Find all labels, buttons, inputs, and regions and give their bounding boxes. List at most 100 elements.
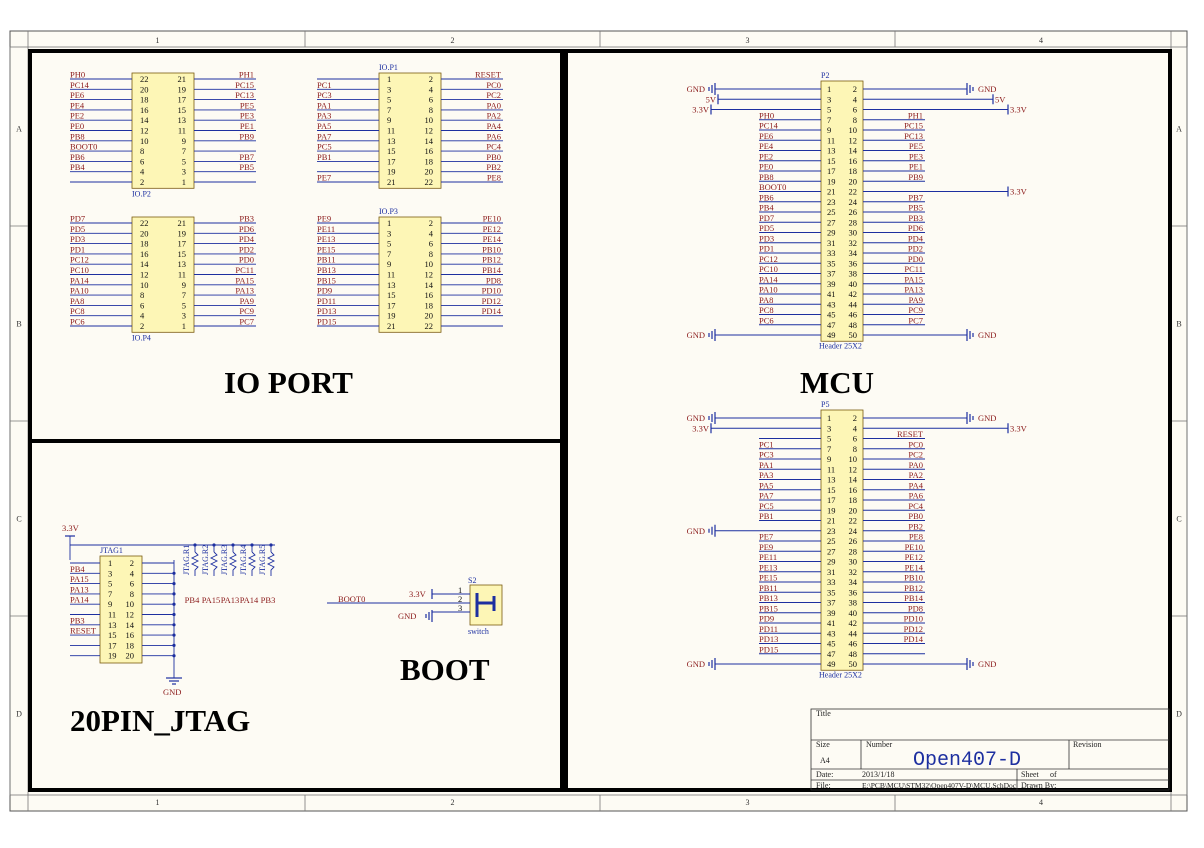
net-label: PE5 (240, 100, 254, 110)
of-label: of (1050, 770, 1057, 779)
revision-label: Revision (1073, 740, 1101, 749)
pin-number: 20 (425, 167, 434, 177)
pin-number: 15 (387, 146, 396, 156)
pin-number: 35 (827, 258, 836, 268)
pin-number: 15 (827, 156, 836, 166)
pin-number: 20 (140, 228, 149, 238)
pin-number: 3 (458, 603, 462, 613)
header-designator: IO.P4 (132, 333, 151, 342)
pin-number: 15 (178, 249, 187, 259)
net-label: PB3 (908, 213, 923, 223)
net-label: PD10 (904, 614, 923, 624)
net-label: PD0 (239, 255, 254, 265)
net-label: PA5 (759, 480, 773, 490)
pin-number: 13 (178, 259, 187, 269)
net-label: PD0 (908, 254, 923, 264)
pin-number: 18 (140, 95, 149, 105)
zone-label-right: D (1176, 710, 1182, 719)
file-value: E:\PCB\MCU\STM32\Open407V-D\MCU.SchDoc (862, 781, 1017, 790)
net-label: PD14 (482, 306, 502, 316)
pin-number: 1 (387, 74, 391, 84)
pin-number: 16 (425, 290, 434, 300)
pin-number: 11 (108, 610, 116, 620)
net-label: PC1 (759, 439, 774, 449)
pin-number: 10 (425, 259, 434, 269)
pin-number: 19 (178, 84, 187, 94)
net-label: PE6 (759, 131, 773, 141)
pin-number: 12 (140, 126, 149, 136)
net-label: PC7 (908, 315, 923, 325)
pin-number: 27 (827, 217, 836, 227)
pin-number: 2 (429, 218, 433, 228)
pin-number: 7 (827, 115, 831, 125)
pin-number: 5 (387, 95, 391, 105)
pin-number: 43 (827, 628, 836, 638)
net-label: PC14 (70, 80, 90, 90)
net-label: PC2 (486, 90, 501, 100)
pin-number: 2 (853, 413, 857, 423)
header-designator: IO.P1 (379, 63, 398, 72)
jtag-resistor-designator: JTAG.R4 (239, 545, 248, 575)
pin-number: 23 (827, 526, 836, 536)
jtag-ground-label: GND (163, 687, 181, 697)
net-label: PD3 (759, 233, 774, 243)
pin-number: 13 (827, 475, 836, 485)
pin-number: 17 (178, 95, 187, 105)
net-label: PA8 (70, 296, 84, 306)
pin-number: 6 (429, 239, 433, 249)
net-label: PE4 (759, 141, 774, 151)
header-comment: Header 25X2 (819, 670, 862, 679)
pin-number: 3 (827, 423, 831, 433)
boot-supply-label: 3.3V (409, 589, 427, 599)
pin-number: 41 (827, 289, 836, 299)
jtag-net-label: PB4 (70, 564, 85, 574)
net-label: PC13 (904, 131, 923, 141)
pin-number: 25 (827, 536, 836, 546)
net-label: PB6 (70, 152, 85, 162)
pin-number: 21 (387, 321, 396, 331)
pin-number: 13 (387, 280, 396, 290)
net-label: PC9 (908, 305, 923, 315)
pin-number: 13 (178, 115, 187, 125)
zone-label-top: 3 (746, 36, 750, 45)
pin-number: 1 (827, 84, 831, 94)
pin-number: 7 (182, 290, 186, 300)
zone-label-left: A (16, 125, 22, 134)
net-label: PB14 (904, 593, 924, 603)
net-label: PD14 (904, 634, 924, 644)
pin-number: 46 (849, 639, 858, 649)
net-label: PC3 (759, 450, 774, 460)
net-label: BOOT0 (70, 142, 97, 152)
pin-number: 4 (853, 423, 858, 433)
jtag-boot-block (28, 439, 564, 792)
net-label: PD9 (759, 614, 774, 624)
pin-number: 22 (140, 74, 149, 84)
pin-number: 11 (387, 126, 395, 136)
pin-number: 16 (140, 105, 149, 115)
net-label: PC8 (759, 305, 774, 315)
drawn-label: Drawn By: (1021, 781, 1056, 790)
net-label: PB14 (482, 265, 502, 275)
pin-number: 22 (140, 218, 149, 228)
power-label: GND (687, 413, 705, 423)
jtag-title: 20PIN_JTAG (70, 703, 250, 738)
net-label: PE8 (909, 532, 923, 542)
pin-number: 22 (425, 177, 434, 187)
pin-number: 17 (108, 640, 117, 650)
header-designator: IO.P2 (132, 189, 151, 198)
pin-number: 21 (178, 218, 187, 228)
power-label: 3.3V (1010, 423, 1028, 433)
pin-number: 13 (108, 620, 117, 630)
power-label: GND (687, 659, 705, 669)
pin-number: 8 (429, 249, 433, 259)
jtag-resistor-designator: JTAG.R3 (220, 545, 229, 575)
pin-number: 26 (849, 536, 858, 546)
pin-number: 2 (130, 558, 134, 568)
pin-number: 17 (387, 300, 396, 310)
pin-number: 38 (849, 269, 858, 279)
net-label: PE9 (317, 214, 331, 224)
net-label: PE0 (70, 121, 84, 131)
net-label: PC10 (70, 265, 89, 275)
